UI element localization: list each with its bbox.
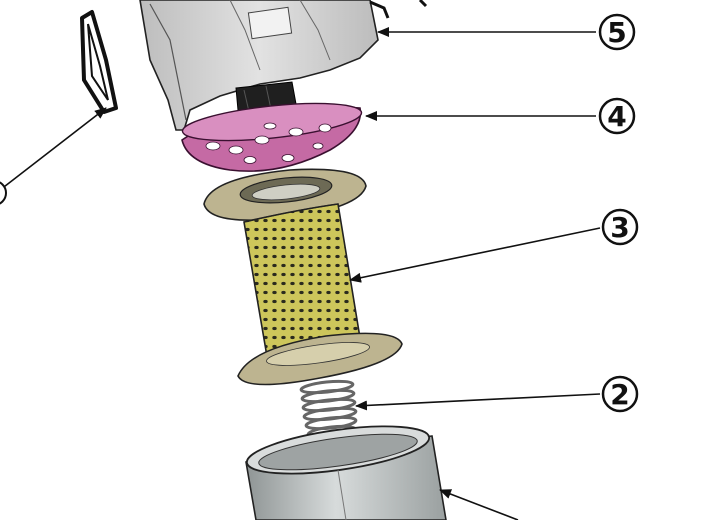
callout-3: 3 [601, 208, 639, 246]
callout-number: 2 [610, 378, 629, 411]
leader-lines [0, 27, 601, 521]
leader-line-canister [439, 489, 519, 521]
leader-line-gasket [0, 107, 107, 191]
canister [245, 425, 447, 521]
callout-4: 4 [598, 97, 636, 135]
callout-5: 5 [598, 13, 636, 51]
callout-circle [601, 375, 639, 413]
gasket [80, 10, 118, 114]
perforated-bowl-plate [181, 102, 363, 172]
callout-number: 5 [607, 16, 626, 49]
callout-number: 4 [607, 100, 626, 133]
callout-circle [601, 208, 639, 246]
callout-number: 3 [610, 211, 629, 244]
leader-line-3 [349, 227, 601, 283]
partial-callout-circle [0, 181, 7, 205]
mesh-bottom-flange [237, 332, 403, 386]
callout-circle [598, 97, 636, 135]
callout-2: 2 [601, 375, 639, 413]
callout-circle [598, 13, 636, 51]
leader-line-2 [355, 393, 601, 411]
